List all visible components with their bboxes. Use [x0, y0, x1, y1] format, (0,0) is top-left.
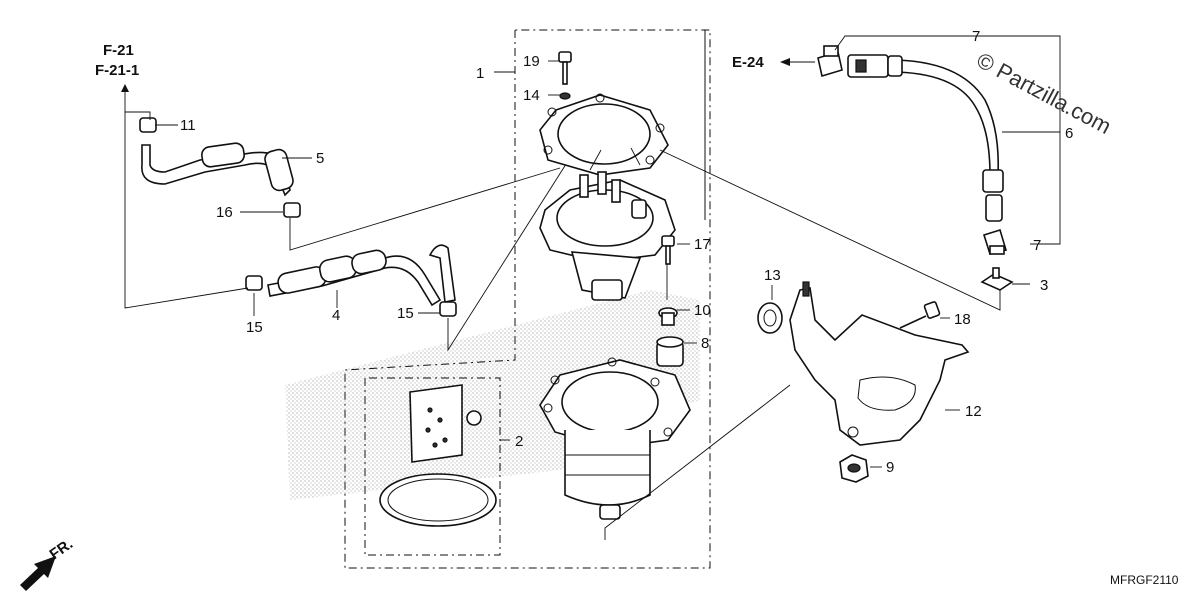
fuel-hose-6	[847, 54, 1004, 222]
label-part-2: 2	[515, 433, 523, 450]
front-arrow-icon	[20, 556, 56, 591]
collar-10	[658, 307, 678, 326]
leader-lines-bracket	[771, 285, 960, 468]
nut-9	[839, 454, 869, 483]
label-part-17: 17	[694, 236, 711, 253]
leader-lines-left	[124, 90, 576, 352]
label-part-15-left: 15	[246, 319, 263, 336]
bolt-19	[558, 51, 572, 85]
ref-f211: F-21-1	[95, 62, 139, 79]
bolt-17	[661, 235, 675, 265]
pump-housing-upper	[539, 171, 676, 301]
cap-3	[980, 267, 1014, 291]
assembly-outline	[344, 29, 711, 569]
bolt-18	[899, 301, 941, 329]
label-part-11: 11	[180, 117, 196, 134]
label-part-1: 1	[476, 65, 484, 82]
clamp-15-right	[439, 301, 457, 317]
grommet-13	[757, 302, 783, 334]
label-part-5: 5	[316, 150, 324, 167]
label-part-10: 10	[694, 302, 711, 319]
grommet-8	[656, 336, 684, 367]
label-part-19: 19	[523, 53, 540, 70]
ref-f21: F-21	[103, 42, 134, 59]
label-part-13: 13	[764, 267, 781, 284]
left-arrow-icon	[780, 58, 790, 66]
ref-e24: E-24	[732, 54, 764, 71]
label-part-6: 6	[1065, 125, 1073, 142]
clamp-11	[139, 117, 157, 133]
pump-housing-lower	[539, 357, 691, 520]
label-part-16: 16	[216, 204, 233, 221]
up-arrow-icon	[121, 84, 129, 92]
label-part-8: 8	[701, 335, 709, 352]
label-part-4: 4	[332, 307, 340, 324]
washer-14	[559, 92, 571, 100]
hose-upper-5	[141, 142, 294, 197]
label-part-18: 18	[954, 311, 971, 328]
fuel-filter-2	[379, 384, 497, 527]
leader-lines-center	[494, 60, 1001, 540]
label-part-7-lower: 7	[1033, 237, 1041, 254]
label-part-3: 3	[1040, 277, 1048, 294]
bracket-12	[789, 281, 970, 446]
connector-7-upper	[817, 45, 843, 78]
clamp-16	[283, 202, 301, 218]
label-part-14: 14	[523, 87, 540, 104]
connector-7-lower	[982, 228, 1008, 255]
hose-lower-4	[267, 244, 456, 307]
label-part-15-right: 15	[397, 305, 414, 322]
clamp-15-left	[245, 275, 263, 291]
pump-top-plate	[539, 93, 669, 176]
background-stipple	[285, 290, 700, 500]
diagram-code: MFRGF2110	[1110, 573, 1179, 587]
label-part-12: 12	[965, 403, 982, 420]
label-part-9: 9	[886, 459, 894, 476]
label-part-7-upper: 7	[972, 28, 980, 45]
